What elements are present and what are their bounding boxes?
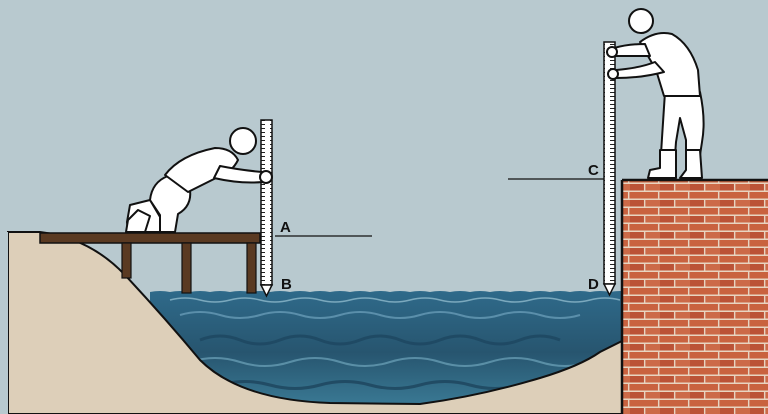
label-b: B — [281, 276, 292, 293]
brick-wall — [622, 180, 768, 414]
label-a: A — [280, 219, 291, 236]
label-d: D — [588, 276, 599, 293]
label-c: C — [588, 162, 599, 179]
measuring-rod-icon — [261, 120, 272, 296]
